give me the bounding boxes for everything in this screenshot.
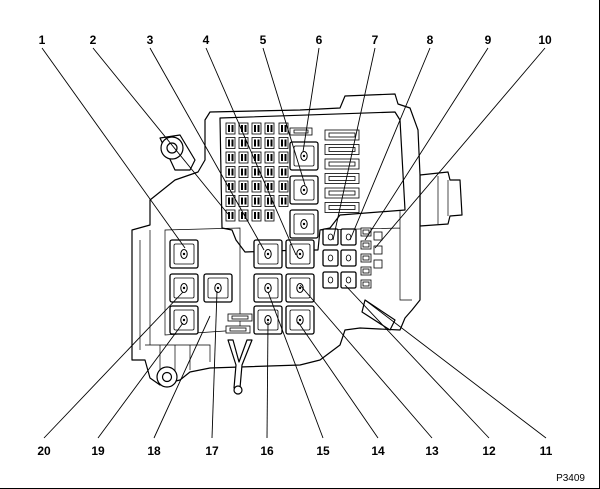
relay xyxy=(169,239,199,269)
callout-6: 6 xyxy=(316,33,323,47)
mini-fuse xyxy=(225,209,236,222)
relays xyxy=(169,141,319,335)
relay xyxy=(285,305,315,335)
callout-1: 1 xyxy=(39,33,46,47)
callouts-top: 1 2 3 4 5 6 7 8 9 10 xyxy=(39,33,552,47)
small-relay xyxy=(322,228,339,246)
relay xyxy=(285,239,315,269)
mini-fuse xyxy=(238,209,249,222)
micro-fuse xyxy=(360,240,372,250)
micro-fuse xyxy=(360,227,372,237)
mini-fuse xyxy=(238,137,249,149)
mini-fuse xyxy=(278,151,289,164)
mini-fuse xyxy=(225,151,236,164)
mini-fuse xyxy=(264,180,275,193)
mini-fuse xyxy=(251,180,262,193)
mini-fuse xyxy=(225,137,236,149)
callout-10: 10 xyxy=(538,33,552,47)
mini-fuse xyxy=(238,195,249,207)
callout-16: 16 xyxy=(260,444,274,458)
relay xyxy=(203,273,233,303)
relay xyxy=(253,273,283,303)
mini-fuse xyxy=(225,180,236,193)
relay xyxy=(289,175,319,205)
callout-15: 15 xyxy=(316,444,330,458)
maxi-fuse xyxy=(324,187,360,199)
small-relay xyxy=(340,228,357,246)
maxi-fuse xyxy=(324,158,360,170)
mini-fuse xyxy=(278,180,289,193)
small-relay xyxy=(322,249,339,267)
relay xyxy=(289,209,319,239)
relay xyxy=(169,273,199,303)
maxi-fuse xyxy=(225,325,251,334)
callout-4: 4 xyxy=(203,33,210,47)
leader-lines xyxy=(41,47,547,439)
mini-fuse xyxy=(251,209,262,222)
maxi-fuse xyxy=(227,313,253,322)
callout-14: 14 xyxy=(371,444,385,458)
mini-fuse xyxy=(238,180,249,193)
maxi-fuse xyxy=(324,202,360,213)
callouts-bottom: 20 19 18 17 16 15 14 13 12 11 xyxy=(37,444,552,458)
maxi-fuse xyxy=(324,173,360,184)
figure-code: P3409 xyxy=(556,473,585,484)
callout-20: 20 xyxy=(37,444,51,458)
relay xyxy=(169,305,199,335)
small-relay xyxy=(322,271,339,289)
callout-8: 8 xyxy=(427,33,434,47)
relay xyxy=(285,273,315,303)
relay xyxy=(253,239,283,269)
callout-17: 17 xyxy=(205,444,219,458)
micro-fuse xyxy=(360,253,372,263)
mini-fuse xyxy=(225,195,236,207)
maxi-fuse xyxy=(289,127,313,136)
callout-2: 2 xyxy=(90,33,97,47)
small-relays xyxy=(322,227,383,289)
mini-fuse xyxy=(278,195,289,207)
mini-fuse-grid xyxy=(225,122,289,222)
callout-18: 18 xyxy=(147,444,161,458)
micro-fuse xyxy=(373,245,383,255)
mini-fuse xyxy=(251,166,262,178)
callout-5: 5 xyxy=(260,33,267,47)
callout-3: 3 xyxy=(147,33,154,47)
callout-11: 11 xyxy=(540,444,553,458)
mini-fuse xyxy=(264,137,275,149)
callout-9: 9 xyxy=(485,33,492,47)
callout-12: 12 xyxy=(482,444,496,458)
mini-fuse xyxy=(278,137,289,149)
micro-fuse xyxy=(360,279,372,289)
mini-fuse xyxy=(264,122,275,135)
relay xyxy=(289,141,319,171)
mini-fuse xyxy=(264,195,275,207)
mini-fuse xyxy=(251,137,262,149)
maxi-fuse xyxy=(324,144,360,155)
callout-13: 13 xyxy=(425,444,439,458)
callout-7: 7 xyxy=(372,33,379,47)
mini-fuse xyxy=(264,209,275,222)
mini-fuse xyxy=(238,151,249,164)
mini-fuse xyxy=(264,166,275,178)
mini-fuse xyxy=(251,122,262,135)
micro-fuse xyxy=(373,231,383,241)
micro-fuse xyxy=(373,259,383,269)
mini-fuse xyxy=(238,122,249,135)
relay xyxy=(253,305,283,335)
mini-fuse xyxy=(238,166,249,178)
mini-fuse xyxy=(225,166,236,178)
mini-fuse xyxy=(264,151,275,164)
small-relay xyxy=(340,249,357,267)
small-relay xyxy=(340,271,357,289)
maxi-fuse xyxy=(324,129,360,141)
micro-fuse xyxy=(360,266,372,276)
callout-19: 19 xyxy=(91,444,105,458)
maxi-fuse-column xyxy=(225,127,360,334)
mini-fuse xyxy=(251,195,262,207)
mini-fuse xyxy=(251,151,262,164)
mini-fuse xyxy=(225,122,236,135)
mini-fuse xyxy=(278,166,289,178)
